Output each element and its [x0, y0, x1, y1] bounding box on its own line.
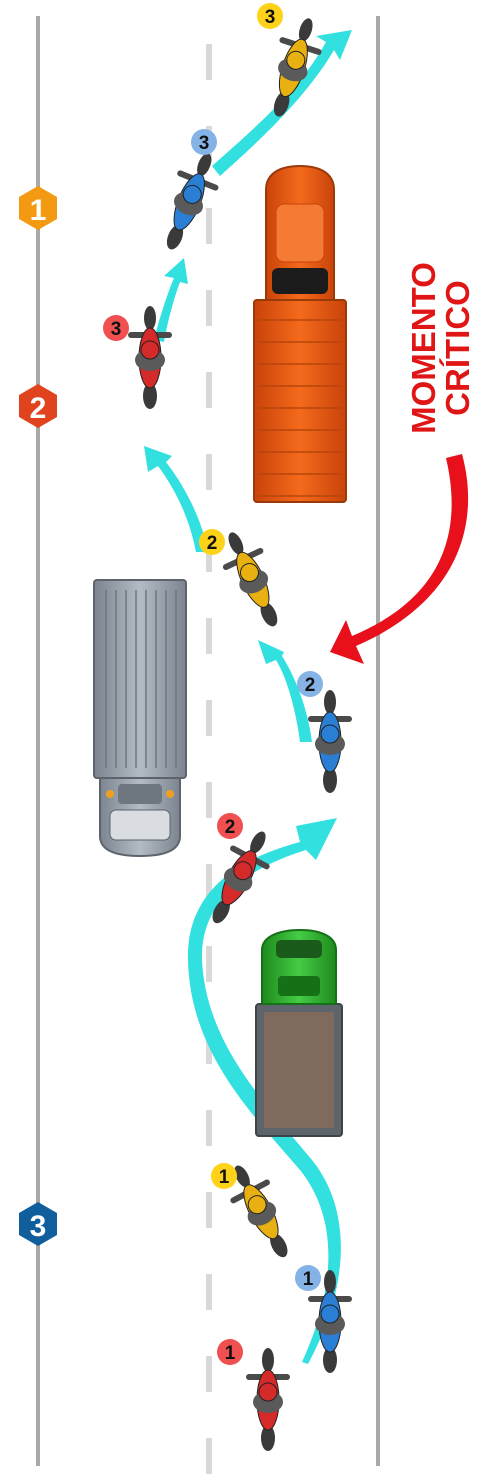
grey-cargo-box	[93, 579, 187, 779]
marker-3: 3	[19, 1202, 57, 1246]
moto-red-1-badge: 1	[217, 1339, 243, 1365]
marker-1: 1	[19, 186, 57, 230]
moto-red-2-badge: 2	[217, 813, 243, 839]
moto-yellow-1-badge: 1	[211, 1163, 237, 1189]
left-edge-line	[36, 16, 40, 1466]
moto-blue-1-badge-label: 1	[303, 1269, 314, 1290]
green-cab-window	[276, 940, 322, 958]
left-markers: 1 2 3	[19, 186, 57, 1246]
trajectory-segment-2	[258, 640, 312, 742]
center-dash	[206, 782, 212, 818]
center-dash	[206, 208, 212, 244]
moto-red-2-badge-label: 2	[225, 817, 236, 838]
center-dash	[206, 864, 212, 900]
critical-text-line2: CRÍTICO	[439, 280, 476, 416]
center-dash	[206, 618, 212, 654]
critical-moment-arrow	[330, 454, 469, 664]
moto-blue-3	[166, 153, 219, 250]
moto-red-3-badge-label: 3	[111, 319, 122, 340]
marker-2-label: 2	[30, 392, 47, 425]
moto-yellow-3	[273, 18, 322, 117]
moto-blue-2-badge-label: 2	[305, 675, 316, 696]
green-cab-grille	[278, 976, 320, 996]
moto-blue-3-badge: 3	[191, 129, 217, 155]
moto-red-3-badge: 3	[103, 315, 129, 341]
orange-cab-roof	[275, 203, 325, 263]
moto-yellow-1-badge-label: 1	[219, 1167, 230, 1188]
moto-blue-1-badge: 1	[295, 1265, 321, 1291]
motorcycles: 3 3 3 2 2 2 1 1 1	[103, 3, 352, 1451]
green-truck	[255, 928, 343, 1137]
marker-2: 2	[19, 384, 57, 428]
grey-light-left	[106, 790, 114, 798]
grey-cab-window	[109, 809, 171, 841]
moto-blue-2-badge: 2	[297, 671, 323, 697]
trajectory-segment-3	[144, 446, 208, 552]
moto-yellow-2-badge: 2	[199, 529, 225, 555]
moto-blue-1	[308, 1270, 352, 1373]
moto-yellow-2	[222, 532, 278, 627]
moto-yellow-2-badge-label: 2	[207, 533, 218, 554]
orange-truck	[253, 164, 347, 503]
center-dash	[206, 1110, 212, 1146]
orange-trailer	[253, 299, 347, 503]
right-edge-line	[376, 16, 380, 1466]
center-dash	[206, 1192, 212, 1228]
center-dash	[206, 1356, 212, 1392]
moto-red-1	[246, 1348, 290, 1451]
grey-light-right	[166, 790, 174, 798]
center-dash	[206, 700, 212, 736]
moto-yellow-1	[230, 1165, 288, 1258]
center-dashed-line	[206, 44, 212, 1474]
center-dash	[206, 290, 212, 326]
center-dash	[206, 1274, 212, 1310]
moto-yellow-3-badge-label: 3	[265, 7, 276, 28]
marker-1-label: 1	[30, 194, 47, 227]
grey-cab-grille	[118, 784, 162, 804]
center-dash	[206, 1438, 212, 1474]
moto-red-3	[128, 306, 172, 409]
moto-blue-2	[308, 690, 352, 793]
orange-cab-window	[272, 268, 328, 294]
cargo-box-ribs	[105, 590, 177, 768]
moto-red-2	[212, 831, 270, 924]
critical-text-line1: MOMENTO	[405, 262, 442, 434]
trailer-ribs	[258, 319, 342, 497]
green-cargo	[264, 1012, 334, 1128]
moto-yellow-3-badge: 3	[257, 3, 283, 29]
moto-red-1-badge-label: 1	[225, 1343, 236, 1364]
center-dash	[206, 454, 212, 490]
center-dash	[206, 946, 212, 982]
moto-blue-3-badge-label: 3	[199, 133, 210, 154]
grey-truck	[93, 579, 187, 858]
center-dash	[206, 372, 212, 408]
trajectory-segment-4	[154, 258, 188, 342]
marker-3-label: 3	[30, 1210, 47, 1243]
center-dash	[206, 44, 212, 80]
